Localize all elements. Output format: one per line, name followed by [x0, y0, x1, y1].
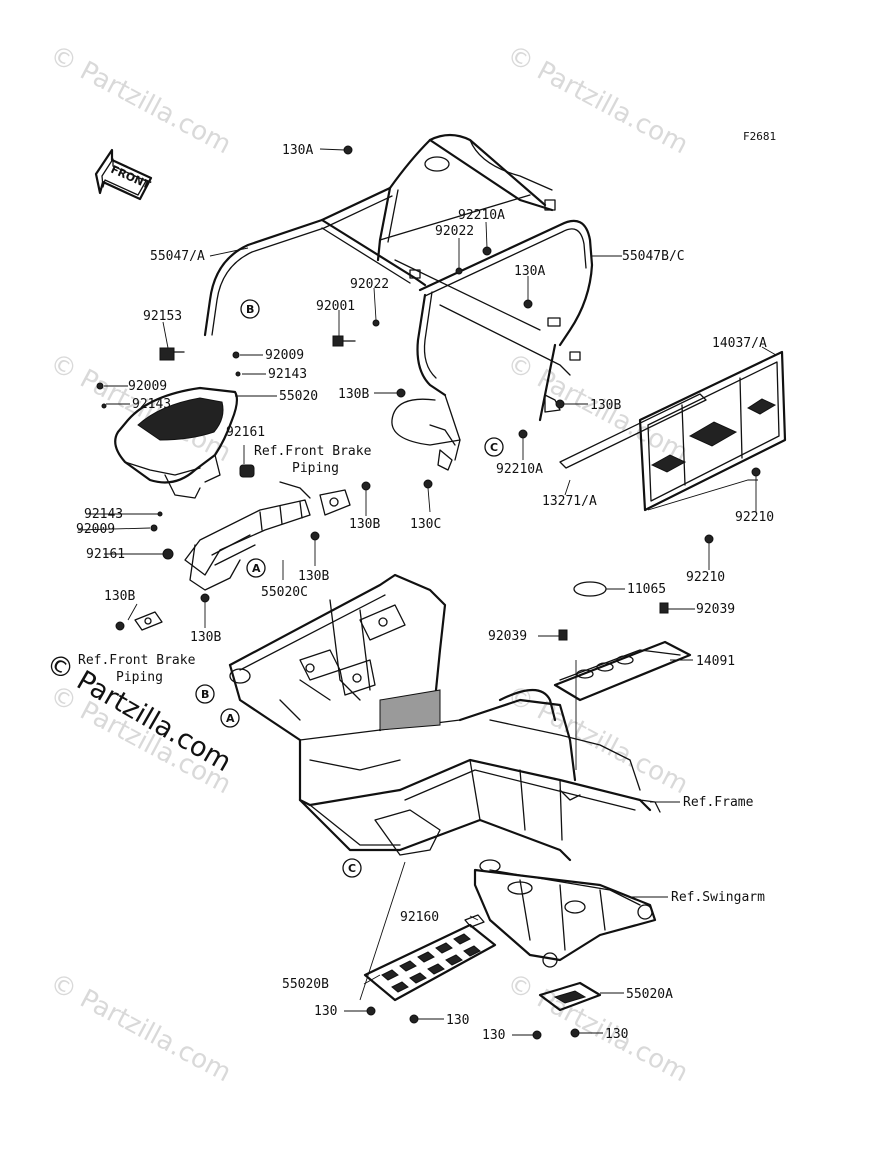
part-label: Piping: [116, 670, 163, 685]
watermark-text: © Partzilla.com: [45, 968, 236, 1089]
part-label: 92009: [76, 522, 115, 537]
part-label: 130A: [282, 143, 313, 158]
part-label: 92022: [435, 224, 474, 239]
part-label: 92210: [686, 570, 725, 585]
skid-plate-b-drawing: [363, 914, 497, 1002]
fasteners-drawing: [96, 145, 761, 1040]
part-label: 130: [314, 1004, 337, 1019]
part-label: 92161: [86, 547, 125, 562]
part-labels: 130A 92210A 92022 55047/A 55047B/C 92022…: [76, 143, 774, 1043]
roll-cage-drawing: [203, 133, 594, 471]
part-label: 92210: [735, 510, 774, 525]
part-label: 130B: [104, 589, 135, 604]
part-label: 92039: [696, 602, 735, 617]
leader-lines: [77, 148, 777, 1036]
part-label: Ref.Front Brake: [254, 444, 372, 459]
part-label: 55020C: [261, 585, 308, 600]
watermark-text: © Partzilla.com: [502, 680, 693, 801]
callout-circles: B C A A B C: [195, 299, 504, 878]
part-label: 130: [605, 1027, 628, 1042]
part-label: 130A: [514, 264, 545, 279]
part-label: 130B: [338, 387, 369, 402]
front-arrow-icon: FRONT: [94, 148, 153, 201]
part-label: 92160: [400, 910, 439, 925]
part-label: 92009: [265, 348, 304, 363]
callout-letter: B: [246, 303, 254, 316]
part-label: 92153: [143, 309, 182, 324]
watermark-text: © Partzilla.com: [45, 40, 236, 161]
skid-plate-a-drawing: [538, 981, 602, 1012]
strip-drawing: [559, 393, 707, 469]
part-label: Piping: [292, 461, 339, 476]
part-label: 55020A: [626, 987, 673, 1002]
part-label: 130B: [349, 517, 380, 532]
callout-letter: A: [252, 562, 261, 575]
part-label: 92210A: [458, 208, 505, 223]
part-label: 130: [446, 1013, 469, 1028]
front-guard-drawing: [114, 386, 255, 499]
part-label: 92001: [316, 299, 355, 314]
part-label: Ref.Swingarm: [671, 890, 765, 905]
part-label: 55047B/C: [622, 249, 685, 264]
part-label: 92143: [268, 367, 307, 382]
callout-letter: A: [226, 712, 235, 725]
part-label: 13271/A: [542, 494, 597, 509]
front-bracket-drawing: [162, 481, 351, 591]
part-label: 130C: [410, 517, 441, 532]
plate-drawing: [553, 640, 692, 702]
part-label: 130: [482, 1028, 505, 1043]
part-label: Ref.Frame: [683, 795, 754, 810]
part-label: 130B: [590, 398, 621, 413]
callout-letter: C: [490, 441, 498, 454]
swingarm-drawing: [473, 859, 657, 968]
part-label: 11065: [627, 582, 666, 597]
part-label: 92039: [488, 629, 527, 644]
part-label: 130B: [190, 630, 221, 645]
part-label: 14037/A: [712, 336, 767, 351]
cap-drawing: [573, 581, 607, 597]
callout-letter: B: [201, 688, 209, 701]
watermark-text: © Partzilla.com: [502, 40, 693, 161]
part-label: 14091: [696, 654, 735, 669]
clamp-drawing: [115, 611, 163, 631]
part-label: 92143: [132, 397, 171, 412]
part-label: 130B: [298, 569, 329, 584]
part-label: 92009: [128, 379, 167, 394]
figure-code: F2681: [743, 130, 776, 143]
part-label: 55020: [279, 389, 318, 404]
part-label: 55020B: [282, 977, 329, 992]
part-label: Ref.Front Brake: [78, 653, 196, 668]
part-label: 92022: [350, 277, 389, 292]
main-frame-drawing: [228, 573, 661, 862]
part-label: 92210A: [496, 462, 543, 477]
part-label: 92161: [226, 425, 265, 440]
callout-letter: C: [348, 862, 356, 875]
watermark-text: © Partzilla.com: [502, 968, 693, 1089]
rear-grille-drawing: [638, 350, 787, 512]
part-label: 92143: [84, 507, 123, 522]
part-label: 55047/A: [150, 249, 205, 264]
